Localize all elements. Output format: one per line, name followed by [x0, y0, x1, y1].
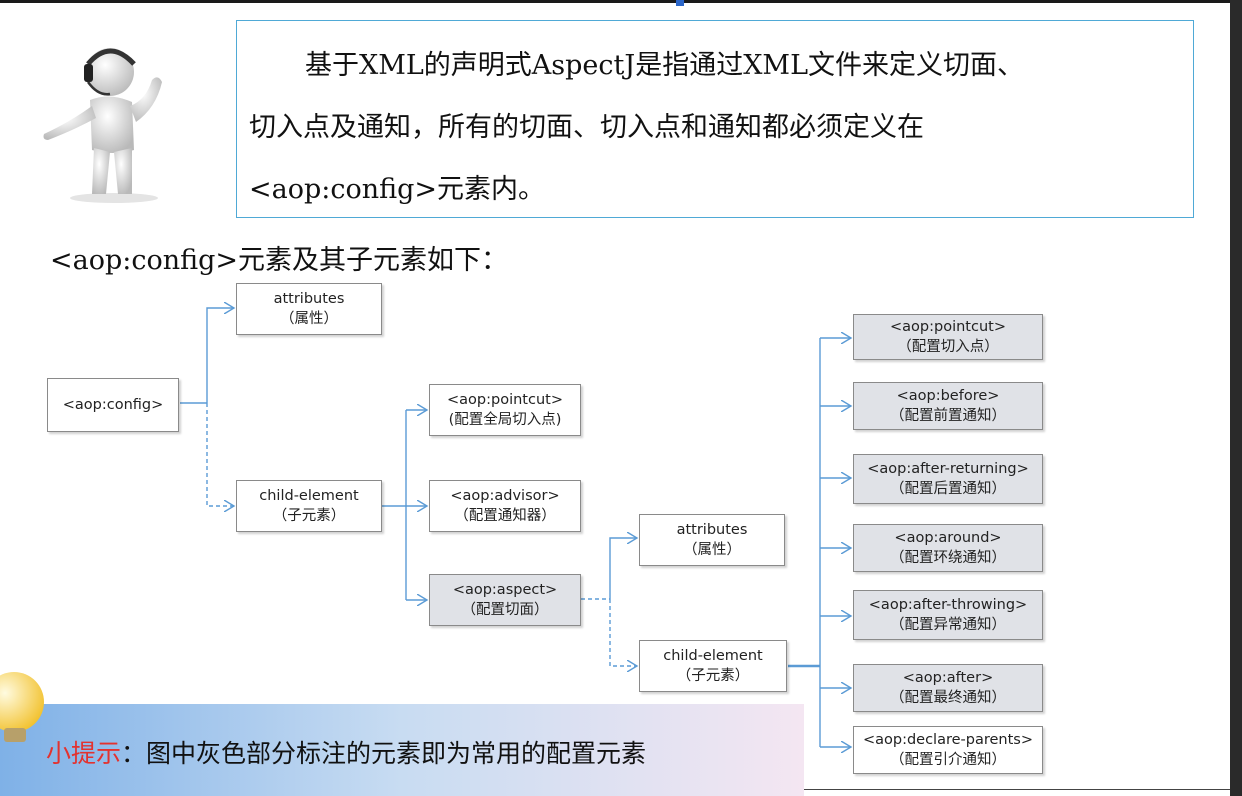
node-aop-config-label: <aop:config> [62, 397, 164, 413]
node-attributes-2-sublabel: （属性） [683, 542, 741, 558]
node-attributes-label: attributes [273, 291, 345, 307]
node-aop-aspect-sublabel: （配置切面） [461, 602, 549, 618]
tip-banner [0, 704, 804, 796]
node-child-element-2-sublabel: （子元素） [676, 668, 750, 684]
node-aop-pointcut-global-sublabel: (配置全局切入点) [448, 412, 562, 428]
node-aop-after-returning-label: <aop:after-returning> [867, 461, 1029, 477]
node-aop-after-returning: <aop:after-returning> （配置后置通知） [853, 454, 1043, 504]
node-child-element: child-element （子元素） [236, 480, 382, 532]
node-aop-after-returning-sublabel: （配置后置通知） [890, 481, 1006, 497]
node-aop-aspect: <aop:aspect> （配置切面） [429, 574, 581, 626]
node-child-element-sublabel: （子元素） [272, 508, 346, 524]
bottom-rule [804, 789, 1230, 790]
node-aop-after: <aop:after> （配置最终通知） [853, 664, 1043, 712]
node-aop-declare-parents-label: <aop:declare-parents> [862, 732, 1034, 748]
node-aop-before: <aop:before> （配置前置通知） [853, 382, 1043, 430]
diagram-subtitle: <aop:config>元素及其子元素如下： [50, 245, 509, 276]
node-aop-config: <aop:config> [47, 378, 179, 432]
node-attributes-sublabel: （属性） [280, 311, 338, 327]
node-aop-after-throwing: <aop:after-throwing> （配置异常通知） [853, 590, 1043, 640]
node-child-element-2: child-element （子元素） [639, 640, 787, 692]
lightbulb-icon [0, 672, 44, 742]
node-child-element-2-label: child-element [663, 648, 763, 664]
node-attributes-2: attributes （属性） [639, 514, 785, 566]
node-aop-declare-parents: <aop:declare-parents> （配置引介通知） [853, 726, 1043, 774]
node-aop-around: <aop:around> （配置环绕通知） [853, 524, 1043, 572]
node-child-element-label: child-element [259, 488, 359, 504]
person-with-headset-illustration [43, 48, 162, 203]
window-top-edge [0, 0, 1242, 3]
slide-top-marker [676, 0, 684, 6]
intro-line-2: 切入点及通知，所有的切面、切入点和通知都必须定义在 [249, 112, 924, 143]
node-aop-around-label: <aop:around> [894, 530, 1002, 546]
node-aop-aspect-label: <aop:aspect> [452, 582, 558, 598]
node-aop-before-sublabel: （配置前置通知） [890, 408, 1006, 424]
node-attributes: attributes （属性） [236, 283, 382, 335]
node-aop-advisor-label: <aop:advisor> [450, 488, 560, 504]
intro-line-1: 基于XML的声明式AspectJ是指通过XML文件来定义切面、 [305, 50, 1025, 81]
node-aop-after-throwing-label: <aop:after-throwing> [868, 597, 1028, 613]
node-aop-advisor: <aop:advisor> （配置通知器） [429, 480, 581, 532]
intro-callout-box: 基于XML的声明式AspectJ是指通过XML文件来定义切面、 切入点及通知，所… [236, 20, 1194, 218]
tip-text: 小提示：图中灰色部分标注的元素即为常用的配置元素 [46, 734, 646, 770]
node-aop-pointcut-label: <aop:pointcut> [890, 319, 1006, 335]
node-aop-around-sublabel: （配置环绕通知） [890, 550, 1006, 566]
node-aop-pointcut-global-label: <aop:pointcut> [447, 392, 563, 408]
node-aop-after-label: <aop:after> [902, 670, 994, 686]
node-aop-declare-parents-sublabel: （配置引介通知） [890, 752, 1006, 768]
tip-label: 小提示 [46, 739, 122, 768]
node-aop-advisor-sublabel: （配置通知器） [454, 508, 556, 524]
node-aop-pointcut-sublabel: （配置切入点） [897, 339, 999, 355]
node-aop-before-label: <aop:before> [896, 388, 1000, 404]
node-aop-after-throwing-sublabel: （配置异常通知） [890, 617, 1006, 633]
window-right-edge [1230, 0, 1242, 796]
intro-line-3: <aop:config>元素内。 [249, 174, 546, 205]
node-aop-pointcut: <aop:pointcut> （配置切入点） [853, 314, 1043, 360]
node-attributes-2-label: attributes [676, 522, 748, 538]
tip-body: ：图中灰色部分标注的元素即为常用的配置元素 [121, 739, 647, 768]
node-aop-after-sublabel: （配置最终通知） [890, 690, 1006, 706]
node-aop-pointcut-global: <aop:pointcut> (配置全局切入点) [429, 384, 581, 436]
